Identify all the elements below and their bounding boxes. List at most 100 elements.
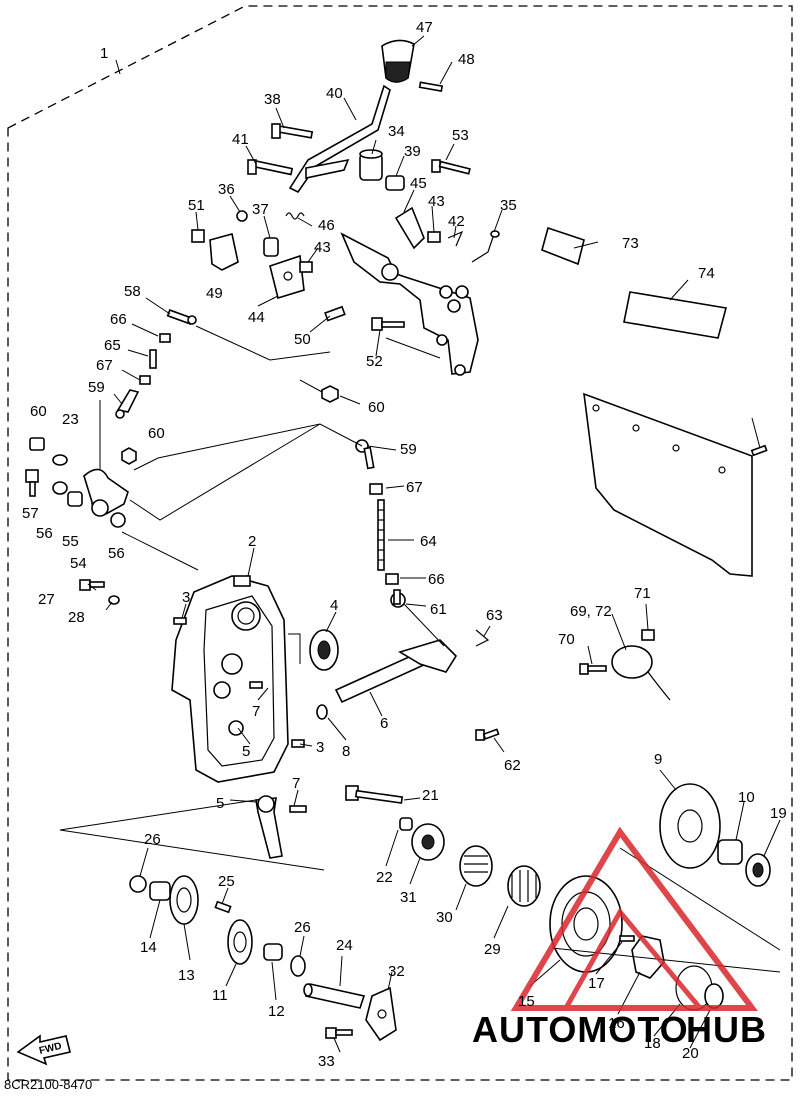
- callout-19: 19: [770, 805, 787, 822]
- callout-52: 52: [366, 353, 383, 370]
- callout-74: 74: [698, 265, 715, 282]
- callout-66: 66: [428, 571, 445, 588]
- nut-66-left: [159, 333, 171, 343]
- callout-22: 22: [376, 869, 393, 886]
- label-73: [541, 226, 585, 266]
- callout-29: 29: [484, 941, 501, 958]
- sleeve-29: [507, 865, 541, 907]
- collar-19: [745, 853, 771, 887]
- threaded-rod-64: [377, 499, 385, 571]
- bolt-52: [371, 317, 405, 331]
- sensor-69-72: [611, 645, 671, 701]
- fwd-label: FWD: [38, 1041, 63, 1057]
- callout-45: 45: [410, 175, 427, 192]
- callout-51: 51: [188, 197, 205, 214]
- arm-54: [83, 468, 129, 517]
- callout-39: 39: [404, 143, 421, 160]
- pin-48: [418, 81, 444, 92]
- crankcase-cover-2: [171, 575, 289, 783]
- rod-end-61: [390, 589, 406, 608]
- callout-35: 35: [500, 197, 517, 214]
- brand-text-hub: HUB: [686, 1009, 767, 1050]
- bracket-49: [209, 233, 239, 271]
- callout-50: 50: [294, 331, 311, 348]
- washer-56-left: [52, 481, 68, 495]
- callout-20: 20: [682, 1045, 699, 1062]
- shaft-34: [359, 149, 383, 181]
- callout-11: 11: [212, 987, 228, 1004]
- callout-53: 53: [452, 127, 469, 144]
- callout-1: 1: [100, 45, 108, 62]
- bearing-12: [263, 943, 283, 961]
- callout-71: 71: [634, 585, 651, 602]
- callout-23: 23: [62, 411, 79, 428]
- callout-40: 40: [326, 85, 343, 102]
- callout-3: 3: [182, 589, 190, 606]
- callout-25: 25: [218, 873, 235, 890]
- callout-42: 42: [448, 213, 465, 230]
- bearing-10: [717, 839, 743, 865]
- callout-64: 64: [420, 533, 437, 550]
- collar-39: [385, 175, 405, 191]
- washer-26-left: [129, 875, 147, 893]
- callout-3: 3: [316, 739, 324, 756]
- nut-60-mid: [121, 447, 137, 465]
- screw-17: [619, 935, 635, 942]
- callout-69-72: 69, 72: [570, 603, 612, 620]
- nut-22: [399, 817, 413, 831]
- callout-57: 57: [22, 505, 39, 522]
- spring-46: [285, 212, 305, 220]
- callout-28: 28: [68, 609, 85, 626]
- washer-26-right: [290, 955, 306, 977]
- callout-17: 17: [588, 975, 605, 992]
- assembly-boundary: [7, 5, 793, 1081]
- brand-text-automoto: AUTOMOTO: [472, 1009, 689, 1050]
- callout-60: 60: [148, 425, 165, 442]
- callout-10: 10: [738, 789, 755, 806]
- callout-8: 8: [342, 743, 350, 760]
- nut-51: [191, 229, 205, 243]
- callout-47: 47: [416, 19, 433, 36]
- callout-13: 13: [178, 967, 195, 984]
- bracket-main: [340, 232, 479, 376]
- nut-67-left: [139, 375, 151, 385]
- brand-logo-icon: [510, 826, 758, 1011]
- shift-lever-40: [288, 84, 391, 194]
- washer-36: [236, 210, 248, 222]
- gear-13: [169, 875, 199, 925]
- callout-70: 70: [558, 631, 575, 648]
- callout-58: 58: [124, 283, 141, 300]
- callout-65: 65: [104, 337, 121, 354]
- lever-5: [255, 795, 283, 859]
- bolt-41: [247, 159, 294, 176]
- callout-55: 55: [62, 533, 79, 550]
- clip-42: [447, 230, 464, 247]
- dowel-3-upper: [173, 617, 187, 625]
- cover-panel: [583, 392, 753, 577]
- nut-43-lower: [299, 261, 313, 273]
- callout-38: 38: [264, 91, 281, 108]
- callout-46: 46: [318, 217, 335, 234]
- bolt-33: [325, 1027, 353, 1039]
- callout-15: 15: [518, 993, 535, 1010]
- screw-25: [214, 900, 232, 914]
- nut-60-center: [321, 385, 339, 403]
- callout-33: 33: [318, 1053, 335, 1070]
- callout-34: 34: [388, 123, 405, 140]
- spring-30: [459, 845, 493, 887]
- callout-62: 62: [504, 757, 521, 774]
- bolt-50: [324, 305, 346, 322]
- callout-32: 32: [388, 963, 405, 980]
- rod-35: [471, 230, 500, 263]
- callout-66: 66: [110, 311, 127, 328]
- callout-labels: 1 2 3 3 4 5 5 6 7 7 8 9 10 11 12 13 14 1…: [22, 19, 787, 1070]
- bolt-53: [431, 159, 471, 175]
- callout-43: 43: [428, 193, 445, 210]
- label-74: [623, 291, 727, 339]
- callout-26: 26: [294, 919, 311, 936]
- bearing-4: [309, 629, 339, 671]
- nut-71: [641, 629, 655, 641]
- callout-7: 7: [252, 703, 260, 720]
- callout-7: 7: [292, 775, 300, 792]
- callout-9: 9: [654, 751, 662, 768]
